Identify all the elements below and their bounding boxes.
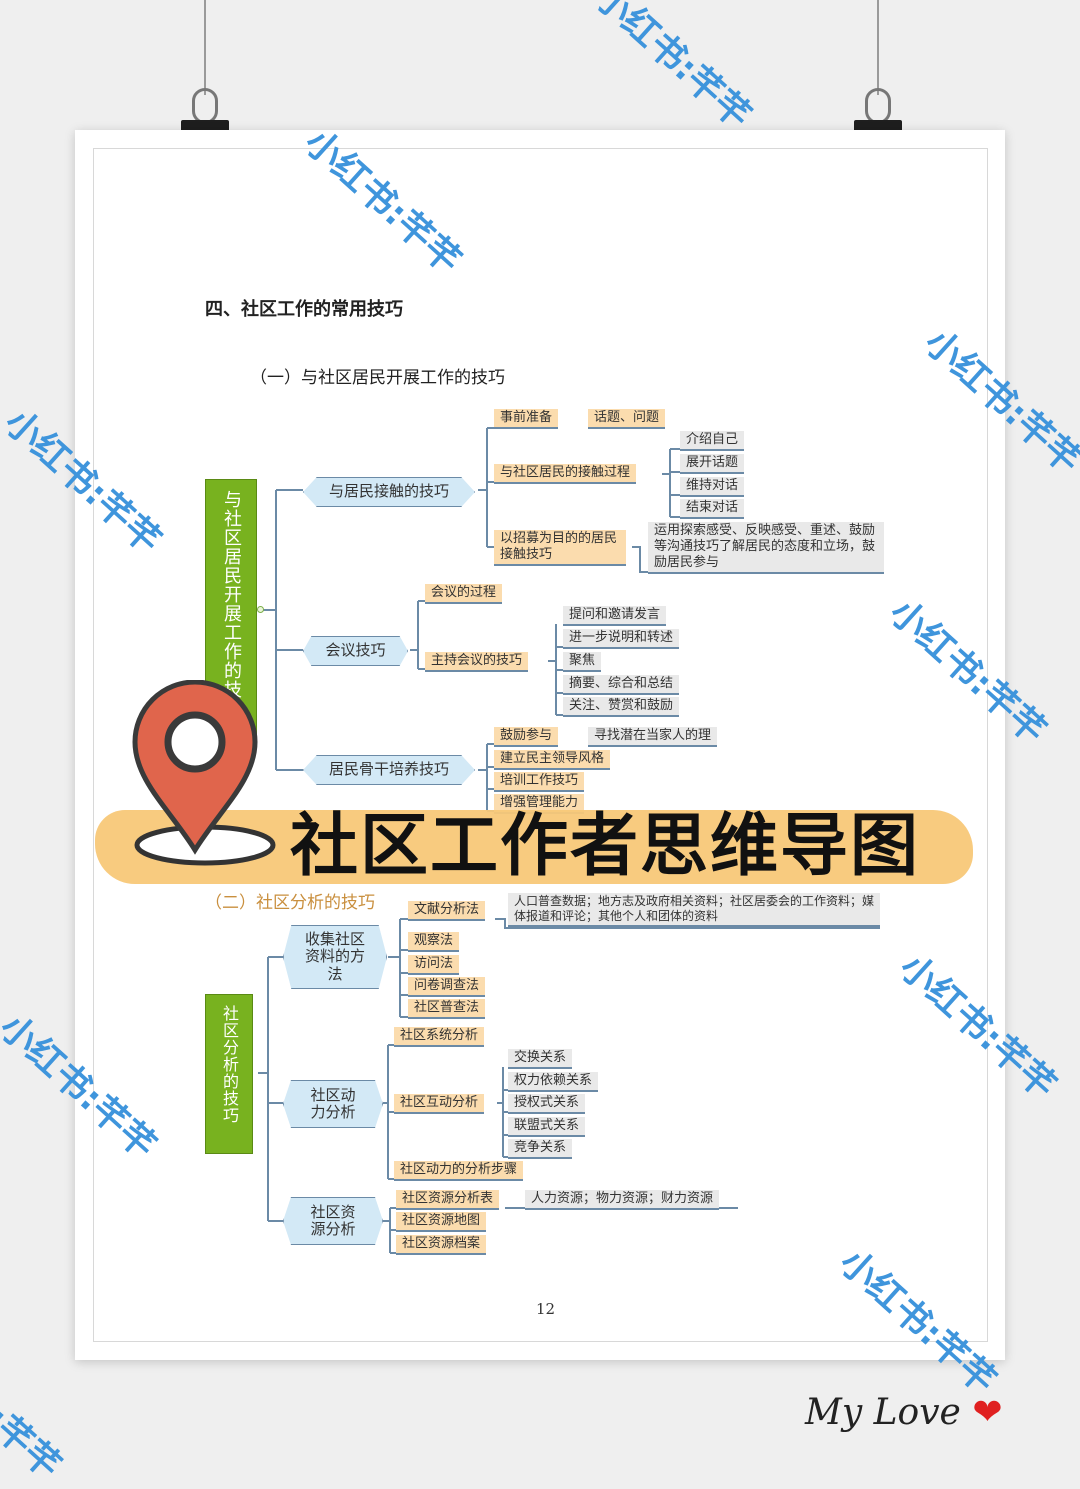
mindmap-branch-resources: 社区资源分析	[283, 1197, 383, 1245]
leaf-relation: 交换关系	[508, 1049, 573, 1069]
hanging-string	[204, 0, 206, 95]
leaf-doc-detail: 人口普查数据；地方志及政府相关资料；社区居委会的工作资料；媒体报道和评论；其他个…	[508, 893, 880, 927]
node-resource-archive: 社区资源档案	[396, 1235, 487, 1255]
leaf-relation: 联盟式关系	[508, 1117, 586, 1137]
overlay-title: 社区工作者思维导图	[290, 807, 921, 886]
node-backbone-item: 建立民主领导风格	[494, 750, 611, 770]
node-backbone-item: 培训工作技巧	[494, 772, 585, 792]
node-method: 社区普查法	[408, 999, 486, 1019]
leaf-step: 结束对话	[680, 499, 745, 519]
leaf-backbone-detail: 寻找潜在当家人的理	[588, 727, 718, 747]
node-prep: 事前准备	[494, 409, 559, 429]
page-number: 12	[536, 1300, 556, 1318]
mindmap-root-node: 社区分析的技巧	[205, 994, 253, 1154]
leaf-step: 维持对话	[680, 477, 745, 497]
node-method: 访问法	[408, 955, 460, 975]
leaf-relation: 权力依赖关系	[508, 1072, 599, 1092]
node-steps: 社区动力的分析步骤	[394, 1161, 524, 1181]
leaf-relation: 竞争关系	[508, 1139, 573, 1159]
node-doc: 文献分析法	[408, 901, 486, 921]
node-method: 观察法	[408, 932, 460, 952]
leaf-recruit-detail: 运用探索感受、反映感受、重述、鼓励等沟通技巧了解居民的态度和立场，鼓励居民参与	[648, 522, 884, 574]
mindmap-branch-meeting: 会议技巧	[303, 636, 408, 666]
node-method: 问卷调查法	[408, 977, 486, 997]
location-pin-icon	[132, 680, 276, 866]
node-resource-map: 社区资源地图	[396, 1212, 487, 1232]
mindmap-branch-backbone: 居民骨干培养技巧	[303, 755, 475, 785]
signature-text: My Love	[805, 1392, 961, 1433]
collapse-toggle[interactable]	[257, 606, 264, 613]
signature: My Love ❤	[805, 1392, 1003, 1433]
leaf-host-item: 摘要、综合和总结	[563, 675, 680, 695]
node-prep-detail: 话题、问题	[588, 409, 666, 429]
node-resource-table: 社区资源分析表	[396, 1190, 500, 1210]
leaf-host-item: 进一步说明和转述	[563, 629, 680, 649]
mindmap-branch-dynamics: 社区动力分析	[283, 1080, 383, 1128]
heart-icon: ❤	[972, 1392, 1003, 1433]
mindmap-branch-contact: 与居民接触的技巧	[303, 477, 475, 507]
leaf-host-item: 关注、赞赏和鼓励	[563, 697, 680, 717]
leaf-step: 展开话题	[680, 454, 745, 474]
section-heading: 四、社区工作的常用技巧	[205, 299, 403, 320]
node-meeting-host: 主持会议的技巧	[425, 652, 529, 672]
mindmap-branch-collect: 收集社区资料的方法	[283, 925, 387, 989]
leaf-relation: 授权式关系	[508, 1094, 586, 1114]
node-interaction: 社区互动分析	[394, 1094, 485, 1114]
subsection-heading: （二）社区分析的技巧	[205, 893, 375, 913]
leaf-resource-detail: 人力资源；物力资源；财力资源	[525, 1190, 720, 1210]
subsection-heading: （一）与社区居民开展工作的技巧	[250, 368, 505, 388]
node-contact-process: 与社区居民的接触过程	[494, 464, 637, 484]
node-recruit: 以招募为目的的居民接触技巧	[494, 530, 626, 566]
node-backbone-item: 鼓励参与	[494, 727, 559, 747]
leaf-step: 介绍自己	[680, 431, 745, 451]
node-meeting-process: 会议的过程	[425, 584, 503, 604]
page-border	[93, 148, 988, 1342]
hanging-string	[877, 0, 879, 95]
leaf-host-item: 提问和邀请发言	[563, 606, 667, 626]
leaf-host-item: 聚焦	[563, 652, 602, 672]
node-system: 社区系统分析	[394, 1027, 485, 1047]
